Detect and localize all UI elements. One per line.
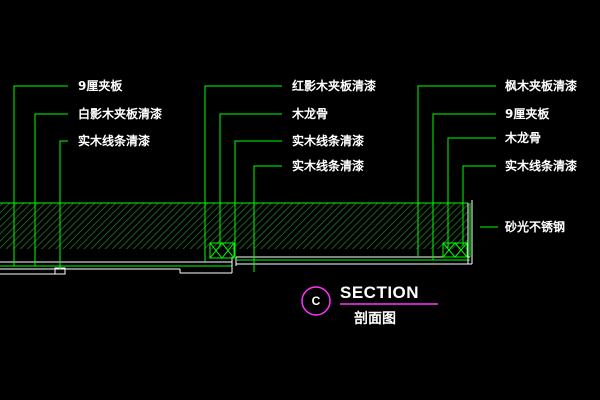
label-timber-keel-mid: 木龙骨 bbox=[291, 106, 328, 121]
stainless-steel-edge bbox=[467, 200, 473, 264]
label-9mm-plywood-right: 9厘夹板 bbox=[505, 106, 550, 121]
label-timber-keel-right: 木龙骨 bbox=[504, 130, 541, 145]
leaders-right bbox=[417, 85, 498, 260]
label-9mm-plywood-left: 9厘夹板 bbox=[78, 78, 123, 93]
panel-layers-left bbox=[0, 261, 232, 275]
panel-layers-right bbox=[236, 242, 472, 265]
label-white-veneer-left: 白影木夹板清漆 bbox=[78, 106, 162, 121]
section-title: SECTION bbox=[340, 283, 419, 302]
section-tag-circle bbox=[301, 286, 331, 316]
section-subtitle: 剖面图 bbox=[354, 310, 396, 327]
label-solid-wood-trim-right: 实木线条清漆 bbox=[505, 158, 577, 173]
label-red-veneer: 红影木夹板清漆 bbox=[292, 78, 376, 93]
hatched-wall-band bbox=[0, 203, 468, 249]
label-solid-wood-trim-mid-2: 实木线条清漆 bbox=[292, 158, 364, 173]
label-solid-wood-trim-left: 实木线条清漆 bbox=[78, 133, 150, 148]
label-brushed-stainless: 砂光不锈钢 bbox=[504, 219, 565, 234]
section-title-block: C SECTION 剖面图 bbox=[301, 283, 438, 327]
section-tag-letter: C bbox=[312, 294, 321, 308]
leaders-left bbox=[13, 85, 68, 269]
label-maple-veneer: 枫木夹板清漆 bbox=[505, 78, 577, 93]
leaders-mid bbox=[204, 85, 282, 272]
label-solid-wood-trim-mid-1: 实木线条清漆 bbox=[292, 133, 364, 148]
